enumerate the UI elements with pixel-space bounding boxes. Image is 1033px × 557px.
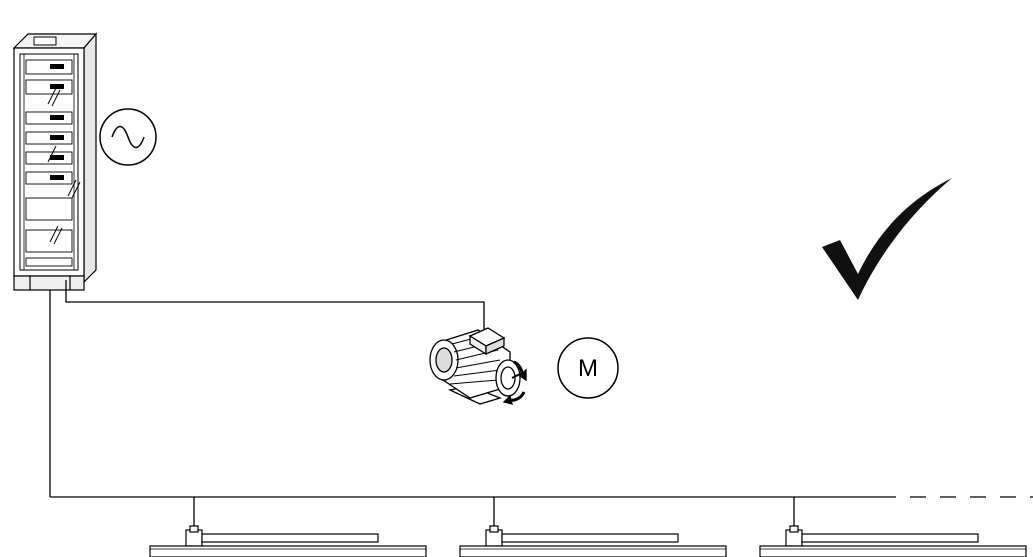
wiring-lines <box>49 280 1033 538</box>
motor-icon <box>429 327 527 405</box>
radiant-heater-icon <box>149 525 1027 557</box>
heater-2 <box>459 525 727 557</box>
electrical-cabinet-icon <box>12 32 98 291</box>
heater-1 <box>149 525 427 557</box>
motor-feed-wire <box>65 280 485 330</box>
heater-3 <box>759 525 1027 557</box>
motor-symbol-label: M <box>578 355 598 382</box>
motor-symbol: M <box>557 337 619 399</box>
checkmark-icon <box>822 178 952 300</box>
ac-sine-icon <box>99 108 157 166</box>
